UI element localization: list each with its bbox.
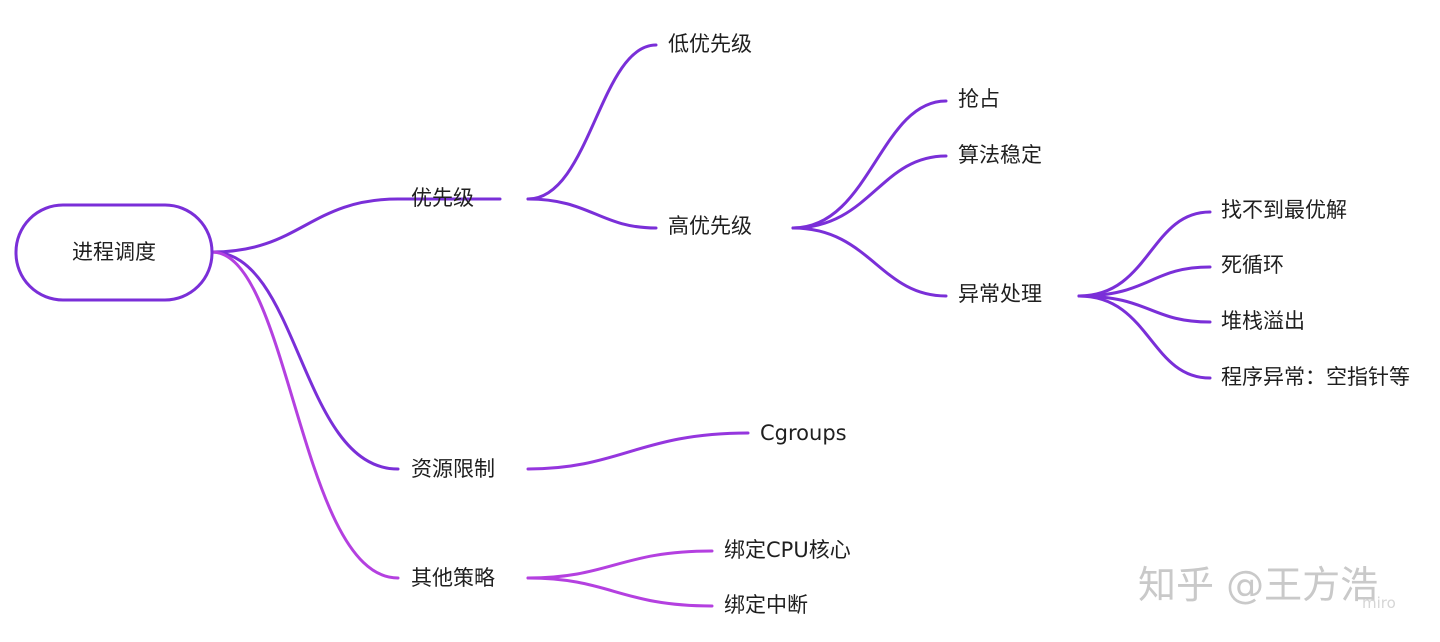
root-node-box [14, 203, 214, 302]
zhihu-watermark: 知乎 @王方浩 [1138, 563, 1378, 607]
edge-other-bind-irq [526, 576, 714, 608]
node-bind-cpu[interactable]: 绑定CPU核心 [724, 538, 851, 562]
node-preempt[interactable]: 抢占 [958, 87, 1000, 111]
edges [210, 43, 1212, 608]
node-algorithm-stable[interactable]: 算法稳定 [958, 143, 1042, 167]
node-high-priority[interactable]: 高优先级 [668, 214, 752, 238]
edge-other-bind-cpu [526, 549, 714, 580]
edge-exception-no-optimal [1077, 210, 1212, 298]
edge-priority-high [526, 197, 658, 230]
edge-exception-dead-loop [1077, 265, 1212, 298]
node-exception-handling[interactable]: 异常处理 [958, 282, 1042, 306]
node-low-priority[interactable]: 低优先级 [668, 32, 752, 56]
node-cgroups[interactable]: Cgroups [760, 421, 847, 445]
edge-priority-low [526, 43, 658, 201]
node-program-error[interactable]: 程序异常：空指针等 [1221, 365, 1410, 389]
edge-root-resource-limit [210, 250, 400, 471]
node-bind-irq[interactable]: 绑定中断 [724, 593, 808, 617]
root-node[interactable]: 进程调度 [14, 203, 214, 302]
edge-root-other [210, 250, 400, 580]
edge-high-stable [791, 154, 948, 230]
node-stack-overflow[interactable]: 堆栈溢出 [1221, 309, 1305, 333]
root-node-label: 进程调度 [72, 240, 156, 264]
node-priority[interactable]: 优先级 [411, 186, 474, 210]
edge-root-priority [210, 197, 400, 254]
edge-exception-stack-overflow [1077, 294, 1212, 324]
edge-high-exception [791, 226, 948, 298]
node-dead-loop[interactable]: 死循环 [1221, 253, 1284, 277]
miro-watermark: miro [1362, 594, 1396, 612]
edge-resource-cgroups [526, 431, 750, 471]
node-other-strategy[interactable]: 其他策略 [411, 566, 495, 590]
edge-exception-program-error [1077, 294, 1212, 380]
node-no-optimal[interactable]: 找不到最优解 [1221, 198, 1347, 222]
node-resource-limit[interactable]: 资源限制 [411, 457, 495, 481]
edge-high-preempt [791, 99, 948, 230]
